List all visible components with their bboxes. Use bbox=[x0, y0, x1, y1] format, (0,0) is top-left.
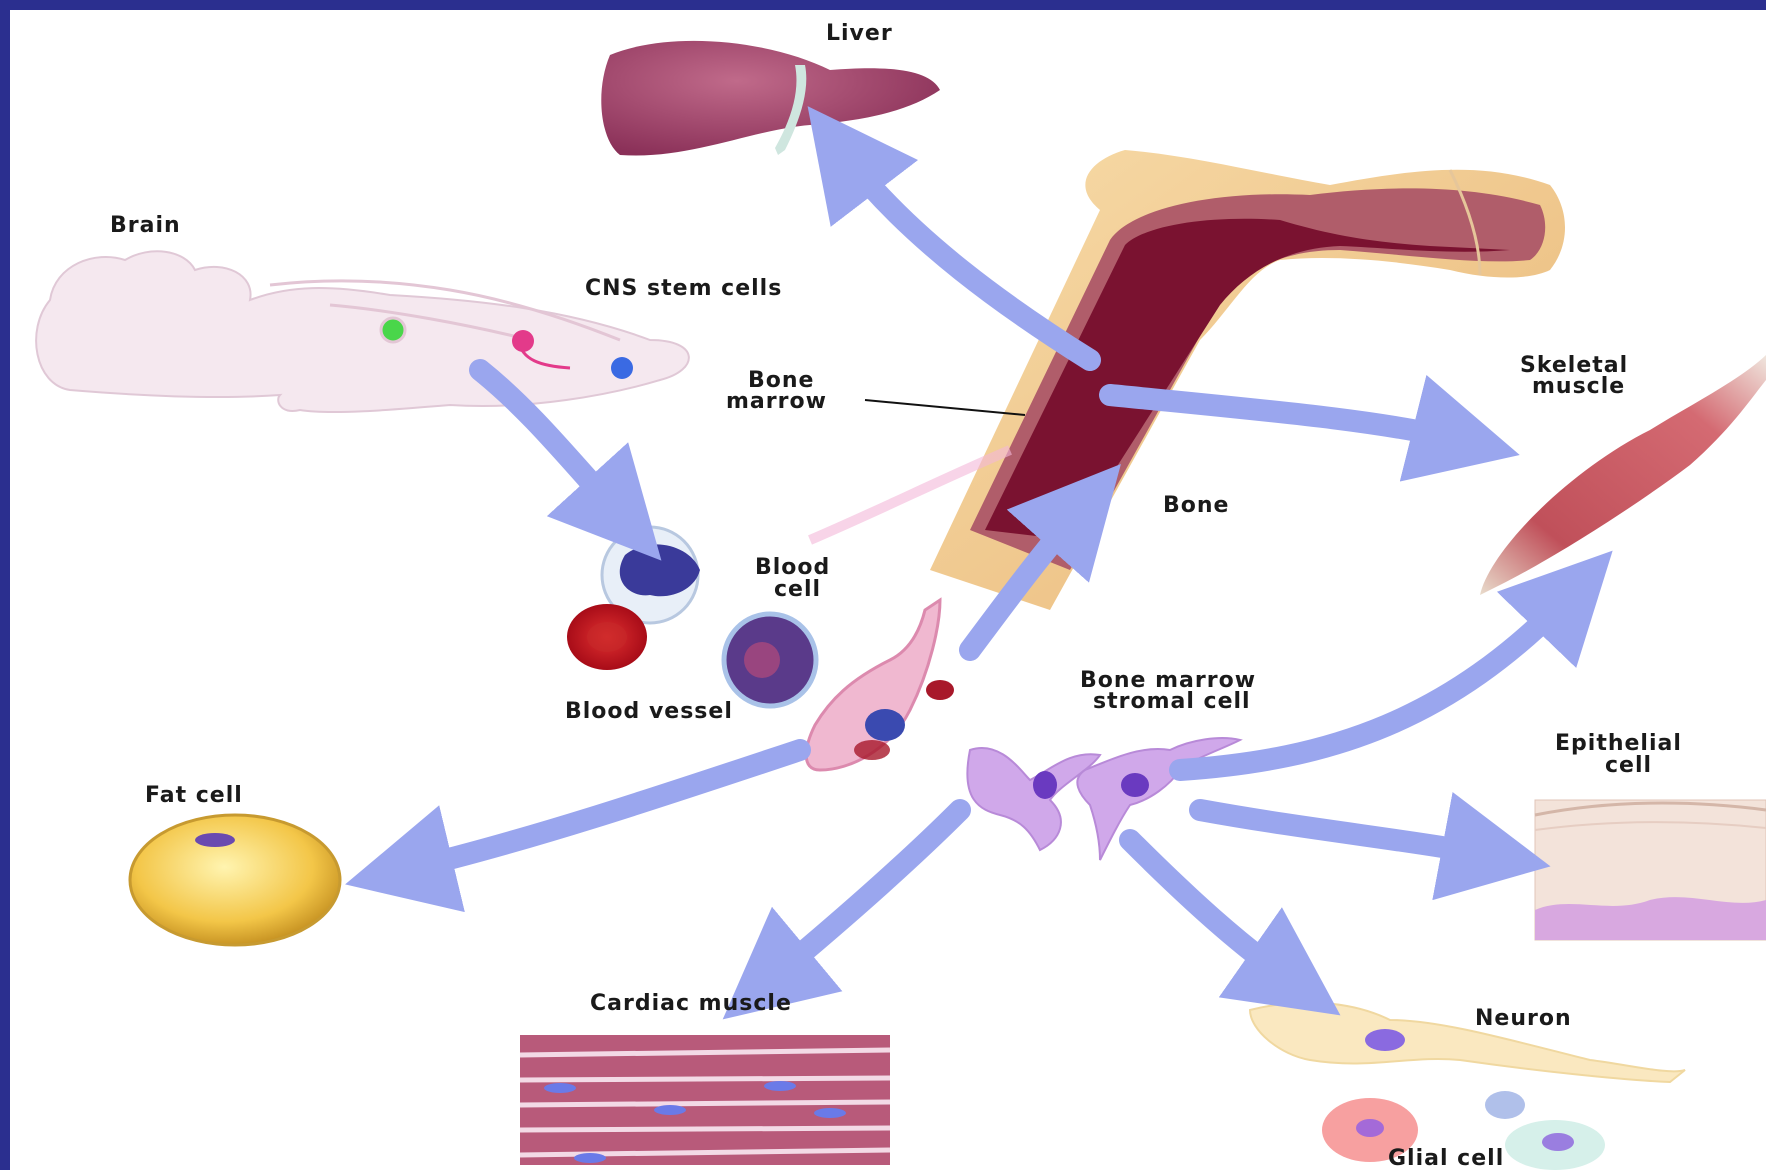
arrow-to-skeletal-muscle bbox=[1110, 395, 1460, 440]
arrow-to-epithelial bbox=[1200, 810, 1490, 855]
label-blood-cell-line2: cell bbox=[774, 577, 821, 602]
label-glial-cell: Glial cell bbox=[1388, 1146, 1504, 1170]
cns-blue-dot bbox=[611, 357, 633, 379]
blood-vessel-illustration bbox=[806, 600, 954, 770]
arrow-to-cardiac bbox=[770, 810, 960, 980]
stromal-cells-illustration bbox=[967, 738, 1240, 860]
label-epithelial-line2: cell bbox=[1605, 753, 1652, 778]
label-stromal-line2: stromal cell bbox=[1093, 689, 1251, 714]
label-brain: Brain bbox=[110, 213, 181, 238]
cns-pink-dot bbox=[512, 330, 534, 352]
blood-cells-illustration bbox=[567, 527, 816, 706]
label-cardiac-muscle: Cardiac muscle bbox=[590, 991, 792, 1016]
bone-illustration bbox=[930, 150, 1565, 610]
label-skeletal-muscle-line2: muscle bbox=[1532, 374, 1625, 399]
label-bone: Bone bbox=[1163, 493, 1229, 518]
neuron-illustration bbox=[1250, 1003, 1685, 1082]
fat-cell-illustration bbox=[130, 815, 340, 945]
label-cns-stem-cells: CNS stem cells bbox=[585, 276, 782, 301]
arrow-to-liver bbox=[845, 155, 1090, 360]
diagram-frame: Liver Brain CNS stem cells Bone marrow S… bbox=[10, 10, 1766, 1170]
label-bone-marrow-line2: marrow bbox=[726, 389, 827, 414]
label-fat-cell: Fat cell bbox=[145, 783, 243, 808]
label-blood-vessel: Blood vessel bbox=[565, 699, 733, 724]
liver-illustration bbox=[601, 41, 940, 156]
stem-cell-diagram: Liver Brain CNS stem cells Bone marrow S… bbox=[10, 10, 1766, 1170]
epithelial-cell-illustration bbox=[1535, 800, 1766, 940]
bone-marrow-leader bbox=[865, 400, 1025, 415]
cns-green-dot bbox=[381, 318, 405, 342]
arrow-to-neuron bbox=[1130, 840, 1290, 980]
label-neuron: Neuron bbox=[1475, 1006, 1572, 1031]
arrow-to-fat-cell bbox=[405, 750, 800, 870]
cardiac-muscle-illustration bbox=[520, 1035, 890, 1165]
label-liver: Liver bbox=[826, 21, 893, 46]
